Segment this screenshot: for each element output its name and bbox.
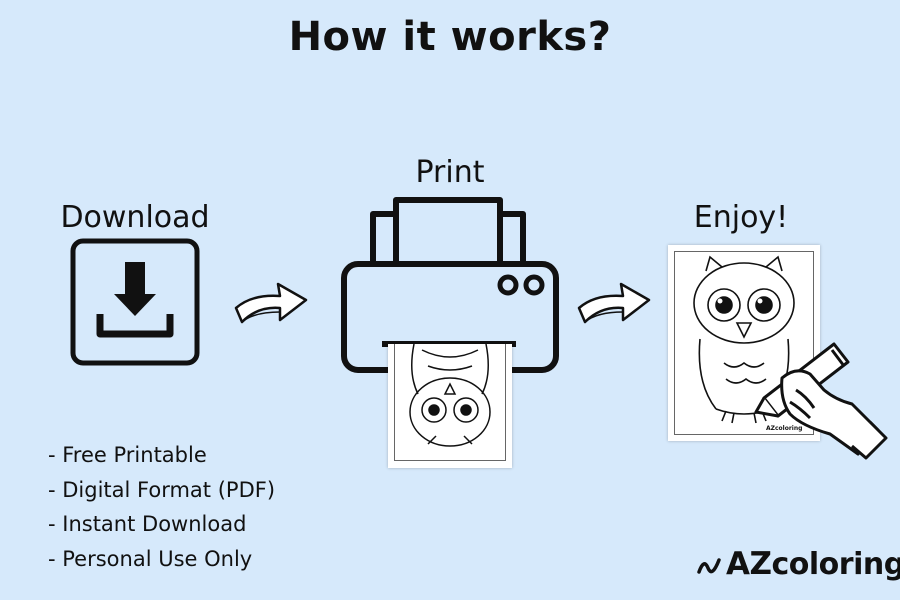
features-list: - Free Printable - Digital Format (PDF) … (48, 438, 275, 576)
hand-pencil-icon (754, 342, 888, 460)
mini-brand: AZcoloring (766, 425, 803, 432)
step-label-print: Print (415, 155, 485, 190)
page-title: How it works? (288, 14, 612, 60)
owl-upside-down-icon (409, 344, 491, 447)
arrow-right-icon (577, 282, 651, 324)
printed-page (388, 344, 512, 468)
feature-item: - Digital Format (PDF) (48, 477, 276, 502)
brand-swoosh-icon (697, 558, 721, 574)
brand-logo: AZcoloring (726, 546, 900, 582)
feature-item: - Instant Download (48, 512, 247, 536)
step-label-enjoy: Enjoy! (693, 200, 789, 235)
download-icon (70, 238, 200, 366)
brand-prefix: AZ (726, 546, 772, 582)
arrow-right-icon (234, 282, 308, 324)
brand-rest: coloring (771, 547, 900, 582)
feature-item: - Personal Use Only (48, 546, 253, 571)
step-label-download: Download (60, 200, 210, 235)
feature-item: - Free Printable (48, 443, 207, 467)
